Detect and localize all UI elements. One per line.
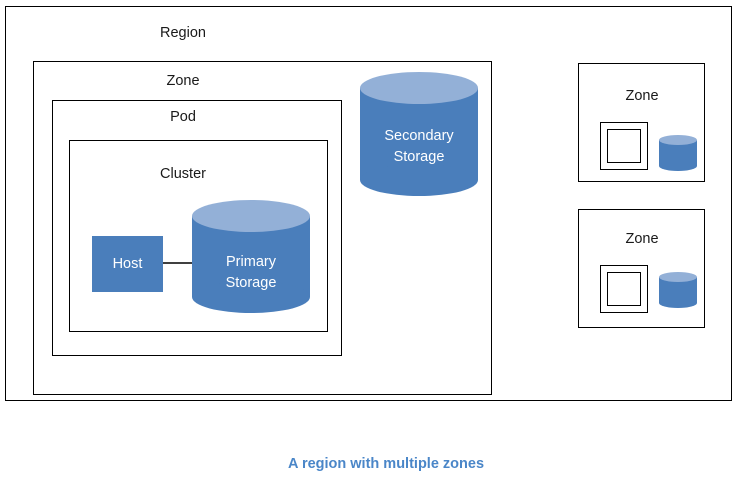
host-node[interactable]: Host bbox=[92, 236, 163, 292]
zone-3-storage-bottom bbox=[659, 298, 697, 308]
secondary-storage-line2: Storage bbox=[393, 149, 445, 165]
zone-box-2[interactable] bbox=[578, 63, 705, 182]
zone-3-storage-cylinder[interactable] bbox=[659, 272, 697, 308]
secondary-storage-bottom bbox=[360, 164, 478, 196]
zone-2-label: Zone bbox=[625, 88, 659, 104]
zone-3-label: Zone bbox=[625, 231, 659, 247]
zone-2-cluster-box bbox=[607, 129, 641, 163]
main-zone-label: Zone bbox=[166, 73, 200, 89]
region-label: Region bbox=[160, 25, 206, 41]
cluster-box bbox=[69, 140, 328, 332]
diagram-caption: A region with multiple zones bbox=[287, 456, 485, 472]
zone-3-pod-box bbox=[600, 265, 648, 313]
pod-label: Pod bbox=[170, 109, 196, 125]
host-to-primary-storage-connector bbox=[163, 262, 195, 264]
region-box bbox=[5, 6, 732, 401]
pod-box bbox=[52, 100, 342, 356]
zone-2-storage-bottom bbox=[659, 161, 697, 171]
host-label: Host bbox=[112, 255, 143, 272]
secondary-storage-line1: Secondary bbox=[384, 128, 454, 144]
zone-2-pod-box bbox=[600, 122, 648, 170]
zone-box-3[interactable] bbox=[578, 209, 705, 328]
primary-storage-bottom bbox=[192, 281, 310, 313]
zone-3-cluster-box bbox=[607, 272, 641, 306]
zone-2-storage-cylinder[interactable] bbox=[659, 135, 697, 171]
secondary-storage-cylinder[interactable]: Secondary Storage bbox=[360, 72, 478, 196]
primary-storage-top bbox=[192, 200, 310, 232]
zone-3-storage-top bbox=[659, 272, 697, 282]
primary-storage-line1: Primary bbox=[226, 254, 276, 270]
primary-storage-line2: Storage bbox=[225, 275, 277, 291]
secondary-storage-top bbox=[360, 72, 478, 104]
cluster-label: Cluster bbox=[160, 166, 206, 182]
main-zone-box bbox=[33, 61, 492, 395]
primary-storage-cylinder[interactable]: Primary Storage bbox=[192, 200, 310, 313]
zone-2-storage-top bbox=[659, 135, 697, 145]
